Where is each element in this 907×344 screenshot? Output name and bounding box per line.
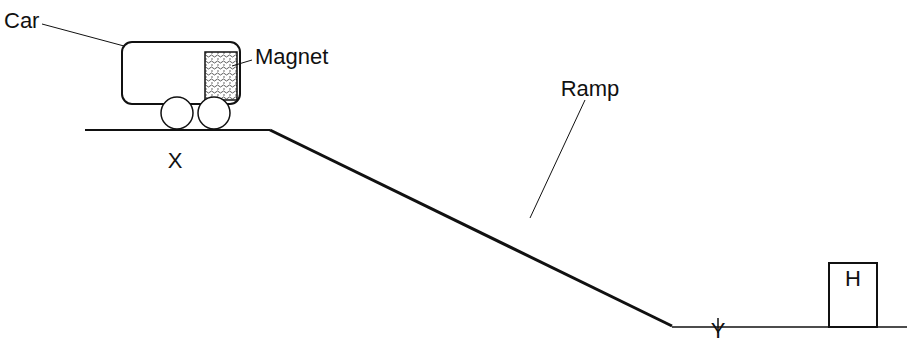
part-label: Y <box>711 320 726 342</box>
box-label: H <box>830 264 876 290</box>
car-body <box>122 42 240 104</box>
wheel <box>198 97 230 129</box>
part-label: Magnet <box>255 46 328 68</box>
part-label: X <box>168 150 183 172</box>
leader-line <box>42 24 124 46</box>
leader-line <box>232 60 252 66</box>
ramp-line <box>270 130 672 326</box>
wheel <box>161 97 193 129</box>
part-label: Car <box>4 10 39 32</box>
part-label: Ramp <box>561 78 620 100</box>
leader-line <box>530 100 585 218</box>
magnet <box>205 52 237 100</box>
box-h: H <box>828 262 878 328</box>
